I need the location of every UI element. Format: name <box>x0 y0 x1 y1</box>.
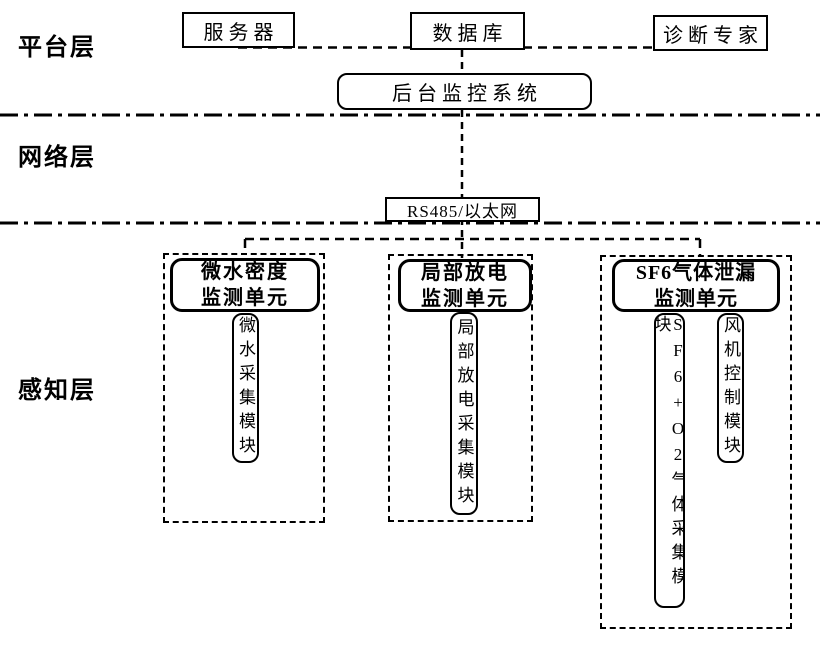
server-box: 服务器 <box>182 12 295 48</box>
layer-label-perception: 感知层 <box>18 378 96 404</box>
sf6-o2-gas-collection-module: SF6+O2气体采集模块 <box>654 313 685 608</box>
rs485-ethernet-box: RS485/以太网 <box>385 197 540 222</box>
partial-discharge-collection-module-label: 局部放电采集模块 <box>454 317 474 510</box>
layer-label-network: 网络层 <box>18 145 96 171</box>
water-collection-module-label: 微水采集模块 <box>236 316 255 460</box>
water-density-title-line2: 监测单元 <box>201 287 289 309</box>
backend-monitor-box: 后台监控系统 <box>337 73 592 110</box>
water-collection-module: 微水采集模块 <box>232 313 259 463</box>
partial-discharge-unit-container <box>388 254 533 522</box>
water-density-unit-header: 微水密度 监测单元 <box>170 258 320 312</box>
partial-discharge-collection-module: 局部放电采集模块 <box>450 312 478 515</box>
sf6-leak-title-line2: 监测单元 <box>654 287 738 310</box>
water-density-unit-container <box>163 253 325 523</box>
sf6-leak-title-line1: SF6气体泄漏 <box>635 261 757 284</box>
diagnosis-expert-box: 诊断专家 <box>653 15 768 51</box>
database-box: 数据库 <box>410 12 525 50</box>
layer-label-platform: 平台层 <box>18 35 96 61</box>
fan-control-module: 风机控制模块 <box>717 313 744 463</box>
water-density-title-line1: 微水密度 <box>201 261 289 283</box>
sf6-leak-unit-container <box>600 255 792 629</box>
sf6-o2-gas-collection-module-label: SF6+O2气体采集模块 <box>654 315 685 591</box>
sf6-leak-unit-header: SF6气体泄漏 监测单元 <box>612 259 780 312</box>
partial-discharge-title-line2: 监测单元 <box>421 287 509 310</box>
partial-discharge-title-line1: 局部放电 <box>421 261 509 284</box>
fan-control-module-label: 风机控制模块 <box>721 316 740 460</box>
partial-discharge-unit-header: 局部放电 监测单元 <box>398 259 532 312</box>
